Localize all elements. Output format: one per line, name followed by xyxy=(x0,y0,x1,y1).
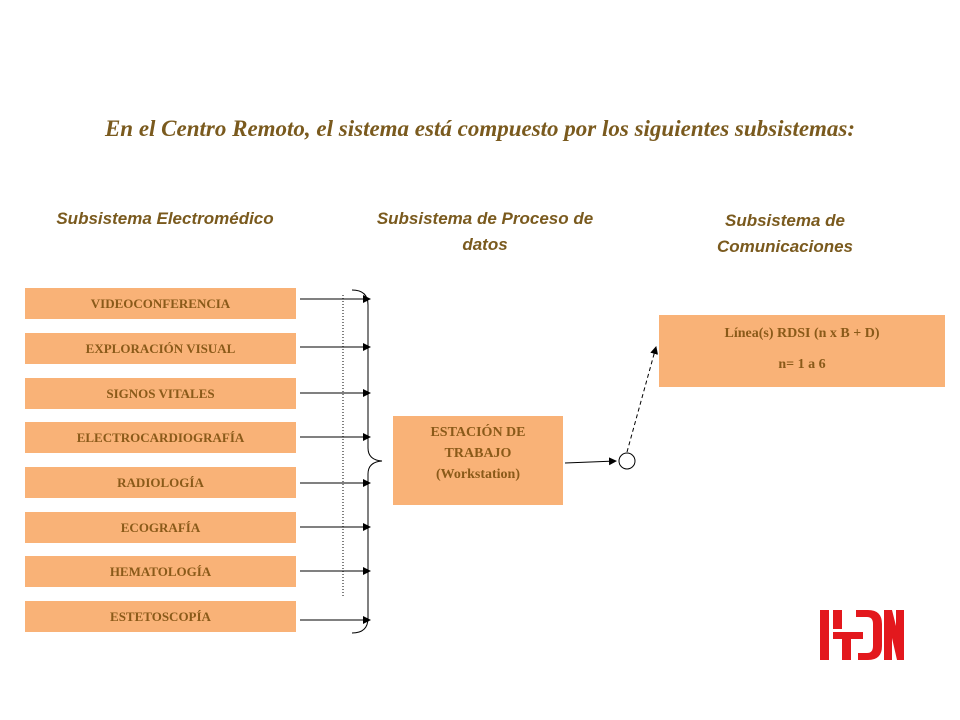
arrow-to-node xyxy=(564,457,617,466)
item-hematologia: HEMATOLOGÍA xyxy=(25,556,296,587)
item-exploracion-visual: EXPLORACIÓN VISUAL xyxy=(25,333,296,364)
item-signos-vitales: SIGNOS VITALES xyxy=(25,378,296,409)
item-estetoscopia: ESTETOSCOPÍA xyxy=(25,601,296,632)
workstation-line3: (Workstation) xyxy=(436,467,520,482)
comunicaciones-line2: n= 1 a 6 xyxy=(778,357,826,372)
heading-comunicaciones-line2: Comunicaciones xyxy=(716,237,854,256)
item-electrocardiografia: ELECTROCARDIOGRAFÍA xyxy=(25,422,296,453)
heading-electromedico: Subsistema Electromédico xyxy=(56,209,274,228)
heading-proceso-datos: Subsistema de Proceso de datos xyxy=(350,206,620,258)
workstation-box: ESTACIÓN DE TRABAJO (Workstation) xyxy=(393,416,563,505)
item-ecografia: ECOGRAFÍA xyxy=(25,512,296,543)
dashed-arrow-to-rdsi xyxy=(626,346,658,453)
item-videoconferencia: VIDEOCONFERENCIA xyxy=(25,288,296,319)
comunicaciones-line1: Línea(s) RDSI (n x B + D) xyxy=(724,326,880,341)
workstation-line1: ESTACIÓN DE xyxy=(430,425,526,440)
page-title: En el Centro Remoto, el sistema está com… xyxy=(104,116,856,141)
heading-proceso-line2: datos xyxy=(462,235,508,254)
brace xyxy=(351,289,383,634)
heading-proceso-line1: Subsistema de Proceso de xyxy=(376,209,594,228)
connection-node xyxy=(618,452,636,470)
company-logo xyxy=(820,610,904,660)
workstation-line2: TRABAJO xyxy=(444,446,512,461)
item-radiologia: RADIOLOGÍA xyxy=(25,467,296,498)
comunicaciones-box: Línea(s) RDSI (n x B + D) n= 1 a 6 xyxy=(659,315,945,387)
heading-comunicaciones-line1: Subsistema de xyxy=(725,211,845,230)
heading-comunicaciones: Subsistema de Comunicaciones xyxy=(660,208,910,260)
